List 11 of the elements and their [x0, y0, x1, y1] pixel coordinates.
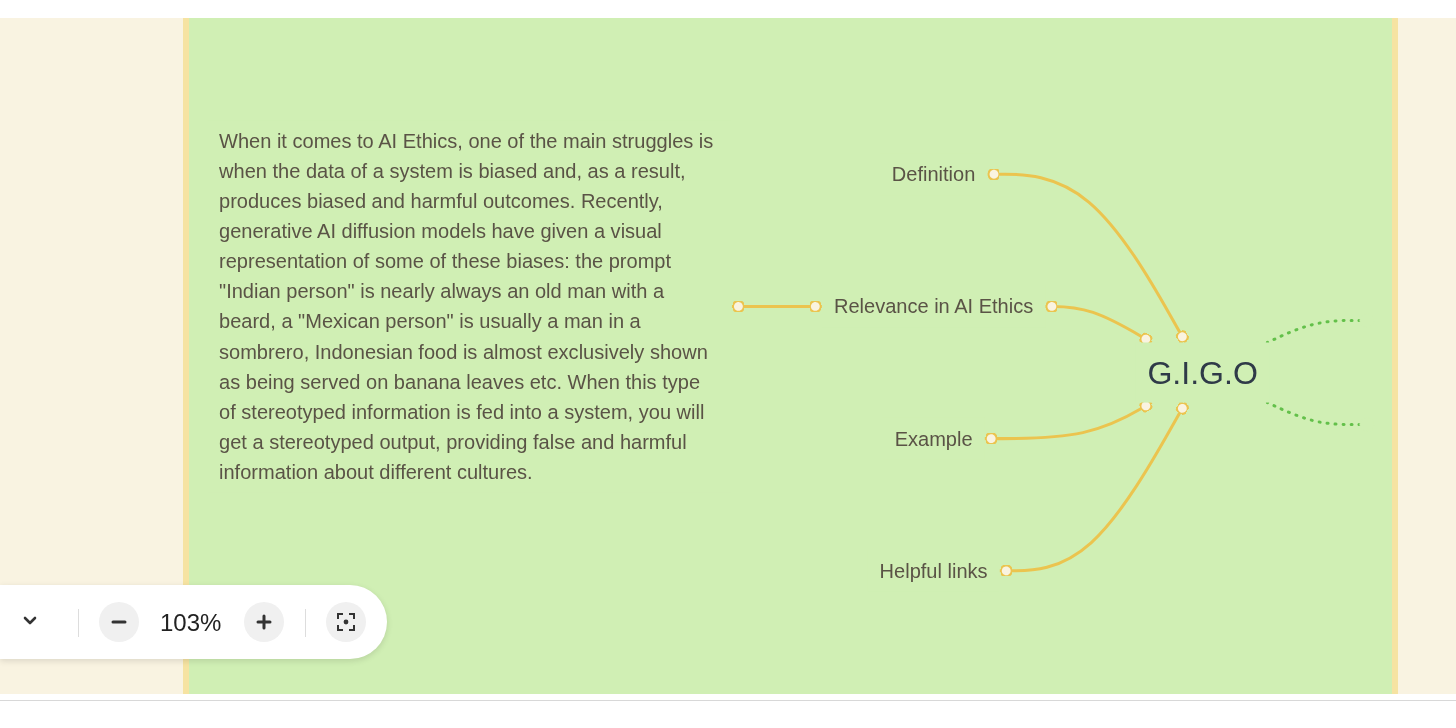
connector — [1265, 401, 1362, 427]
connector — [999, 401, 1189, 578]
node-text: Helpful links — [879, 559, 988, 582]
connector — [987, 167, 1189, 344]
node-text: When it comes to AI Ethics, one of the main struggles is when the data of a system is biased and, as a result, produces biased and harmful outcomes. Recently, generative AI diffusion models have given a visual representation of some of these biases: the prompt "Indian person" is nearly always an old man with a beard, a "Mexican person" is usually a man in a sombrero, Indonesian food is almost exclusively shown as being served on banana leaves etc. When this type of stereotyped information is fed into a system, you will get a stereotyped output, providing false and harmful information about different cultures. — [219, 130, 714, 483]
connector — [731, 299, 822, 314]
zoom-level: 103% — [160, 609, 222, 637]
node-text: Relevance in AI Ethics — [833, 295, 1034, 318]
node-text: Example — [894, 427, 973, 450]
connector — [1265, 318, 1362, 344]
node-text: Definition — [891, 163, 976, 186]
